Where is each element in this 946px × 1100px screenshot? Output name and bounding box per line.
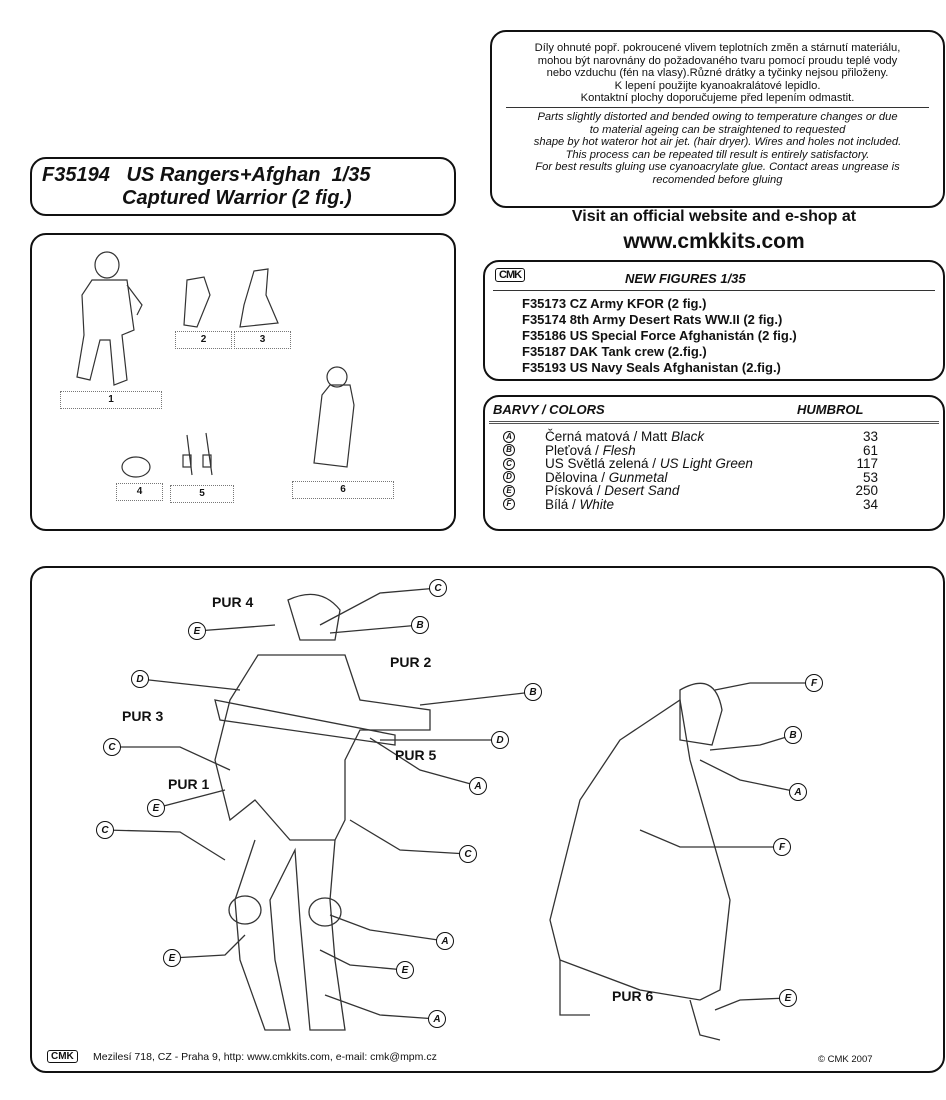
color-callout: C [103, 738, 121, 756]
humbrol-number: 34 [862, 496, 878, 512]
color-callout: A [469, 777, 487, 795]
color-callout: C [459, 845, 477, 863]
pur-label-2: PUR 2 [390, 654, 432, 670]
new-figures-header: NEW FIGURES 1/35 [625, 271, 746, 286]
part-label-4: 4 [116, 483, 163, 501]
notes-english: Parts slightly distorted and bended owin… [492, 111, 943, 187]
divider [506, 106, 929, 108]
part-label-6: 6 [292, 481, 394, 499]
color-callout: A [428, 1010, 446, 1028]
part-label-5: 5 [170, 485, 234, 503]
figure-item: F35174 8th Army Desert Rats WW.II (2 fig… [522, 312, 783, 327]
color-letter-icon: B [503, 444, 515, 457]
color-letter-icon: D [503, 471, 515, 484]
parts-overview: 1 2 3 4 5 6 [30, 233, 456, 531]
humbrol-number: 117 [856, 456, 878, 471]
color-row: E Písková / Desert Sand 250 [503, 484, 878, 498]
website-link[interactable]: www.cmkkits.com [623, 230, 805, 253]
colors-box: BARVY / COLORS HUMBROL A Černá matová / … [483, 395, 945, 531]
color-callout: E [779, 989, 797, 1007]
note-line: Díly ohnuté popř. pokroucené vlivem tepl… [534, 42, 901, 54]
note-line: This process can be repeated till result… [565, 148, 870, 161]
figure-item: F35187 DAK Tank crew (2.fig.) [522, 344, 707, 359]
color-letter-icon: C [503, 457, 515, 470]
color-name: Černá matová / Matt Black [545, 429, 705, 444]
color-name: Dělovina / Gunmetal [545, 469, 668, 485]
color-name: Pleťová / Flesh [545, 442, 636, 458]
product-subtitle: Captured Warrior (2 fig.) [122, 187, 352, 209]
color-callout: F [805, 674, 823, 692]
color-letter-icon: F [503, 498, 515, 511]
color-callout: E [163, 949, 181, 967]
note-line: Parts slightly distorted and bended owin… [537, 110, 898, 123]
part-label-1: 1 [60, 391, 162, 409]
note-line: nebo vzduchu (fén na vlasy).Různé drátky… [546, 67, 889, 80]
product-title: F35194 US Rangers+Afghan 1/35 [42, 164, 371, 186]
figure-item: F35173 CZ Army KFOR (2 fig.) [522, 296, 707, 311]
note-line: recomended before gluing [652, 173, 783, 186]
color-callout: F [773, 838, 791, 856]
color-callout: D [491, 731, 509, 749]
pur-label-5: PUR 5 [395, 747, 437, 763]
title-box: F35194 US Rangers+Afghan 1/35 Captured W… [30, 157, 456, 216]
color-row: D Dělovina / Gunmetal 53 [503, 469, 878, 485]
new-figures-box: CMK NEW FIGURES 1/35 F35173 CZ Army KFOR… [483, 260, 945, 381]
pur-label-6: PUR 6 [612, 988, 654, 1004]
note-line: Kontaktní plochy doporučujeme před lepen… [580, 92, 855, 105]
color-callout: C [96, 821, 114, 839]
parts-drawing [76, 251, 355, 478]
color-name: Bílá / White [545, 496, 615, 512]
color-callout: A [436, 932, 454, 950]
color-callout: A [789, 783, 807, 801]
color-row: F Bílá / White 34 [503, 496, 878, 512]
color-row: A Černá matová / Matt Black 33 [503, 430, 878, 444]
color-letter-icon: E [503, 484, 515, 497]
note-line: shape by hot wateror hot air jet. (hair … [533, 136, 902, 149]
color-name: US Světlá zelená / US Light Green [545, 456, 753, 471]
color-callout: B [524, 683, 542, 701]
humbrol-number: 61 [862, 442, 878, 458]
pur-label-3: PUR 3 [122, 708, 164, 724]
note-line: For best results gluing use cyanoacrylat… [535, 161, 900, 174]
humbrol-header: HUMBROL [797, 402, 864, 417]
part-label-2: 2 [175, 331, 232, 349]
color-callout: E [147, 799, 165, 817]
note-line: K lepení použijte kyanoakralátové lepidl… [614, 79, 821, 92]
part-label-3: 3 [234, 331, 291, 349]
humbrol-number: 250 [855, 483, 878, 498]
color-callout: B [411, 616, 429, 634]
note-line: to material ageing can be straightened t… [589, 123, 846, 136]
copyright: © CMK 2007 [818, 1054, 873, 1065]
colors-header: BARVY / COLORS [493, 402, 605, 417]
footer-logo: CMK [47, 1050, 78, 1063]
color-name: Písková / Desert Sand [545, 483, 680, 498]
painting-guide [30, 566, 945, 1073]
footer-address: Mezilesí 718, CZ - Praha 9, http: www.cm… [93, 1051, 437, 1063]
figure-item: F35186 US Special Force Afghanistán (2 f… [522, 328, 797, 343]
divider [489, 421, 939, 424]
cmk-logo: CMK [495, 268, 526, 282]
color-callout: D [131, 670, 149, 688]
visit-text: Visit an official website and e-shop at [571, 208, 857, 225]
color-callout: E [188, 622, 206, 640]
color-row: B Pleťová / Flesh 61 [503, 442, 878, 458]
assembly-notes: Díly ohnuté popř. pokroucené vlivem tepl… [490, 30, 945, 208]
divider [493, 290, 935, 291]
color-callout: B [784, 726, 802, 744]
pur-label-4: PUR 4 [212, 594, 254, 610]
note-line: mohou být narovnány do požadovaného tvar… [537, 54, 898, 67]
humbrol-number: 33 [862, 429, 878, 444]
notes-czech: Díly ohnuté popř. pokroucené vlivem tepl… [492, 42, 943, 105]
figure-item: F35193 US Navy Seals Afghanistan (2.fig.… [522, 360, 781, 375]
color-callout: C [429, 579, 447, 597]
pur-label-1: PUR 1 [168, 776, 210, 792]
color-callout: E [396, 961, 414, 979]
color-row: C US Světlá zelená / US Light Green 117 [503, 457, 878, 471]
color-letter-icon: A [503, 430, 515, 443]
humbrol-number: 53 [862, 469, 878, 485]
